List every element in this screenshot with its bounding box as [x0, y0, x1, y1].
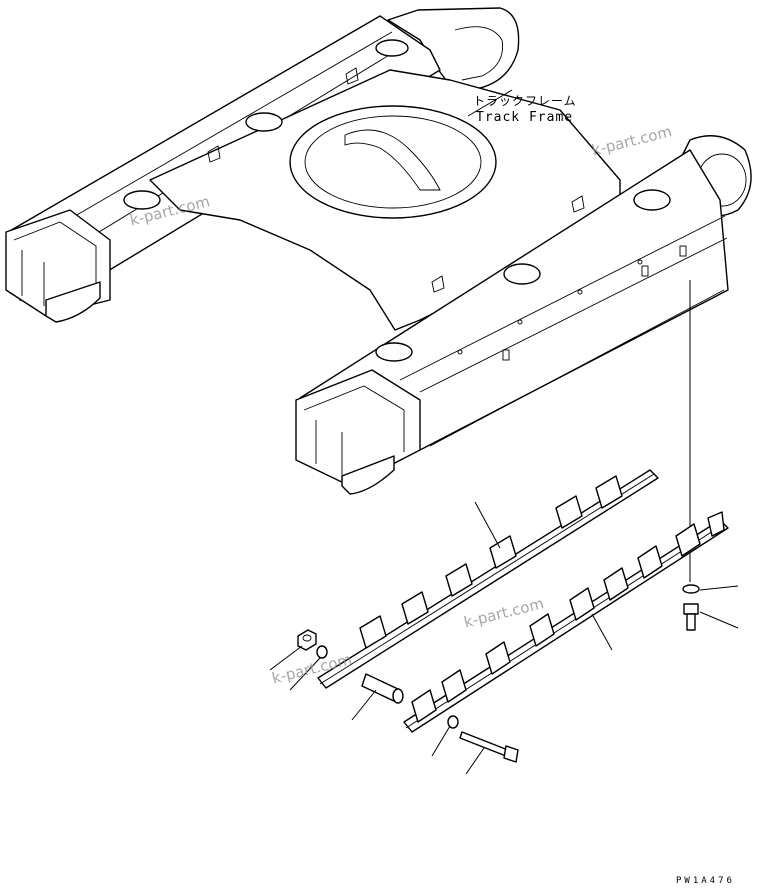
upper-track-guard	[317, 469, 659, 689]
callout-leaders	[269, 89, 739, 775]
long-bolt	[459, 731, 519, 763]
frame-bolt	[683, 603, 699, 631]
lower-track-guard	[403, 511, 729, 733]
washer-lower	[447, 715, 459, 729]
track-frame	[5, 7, 752, 495]
track-frame-label-en: Track Frame	[476, 110, 574, 125]
spacer-pipe	[361, 673, 404, 704]
track-frame-label-jp: トラックフレーム	[473, 94, 577, 108]
nut	[297, 629, 317, 651]
washer-frame	[682, 584, 700, 594]
drawing-code: PW1A476	[676, 876, 735, 886]
washer-upper	[316, 645, 328, 659]
